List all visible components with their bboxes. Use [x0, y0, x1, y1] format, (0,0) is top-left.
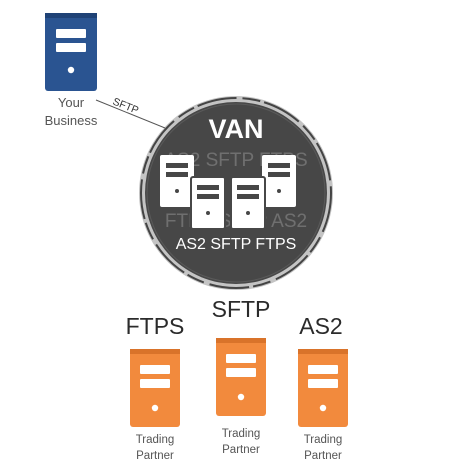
partner-2-label-line2: Partner — [222, 444, 260, 456]
partner-3-label-line2: Partner — [304, 450, 342, 462]
partner-2-label-line1: Trading — [222, 428, 261, 440]
business-label-line1: Your — [58, 95, 85, 110]
partner-1-label-line1: Trading — [136, 434, 175, 446]
van-protocols: AS2 SFTP FTPS — [176, 236, 297, 253]
van-title: VAN — [208, 114, 263, 144]
business-server-icon — [45, 13, 97, 91]
business-to-van-connector — [95, 99, 166, 129]
partner-3-label-line1: Trading — [304, 434, 343, 446]
business-label-line2: Business — [45, 113, 98, 128]
server-cluster-icon — [160, 155, 296, 230]
partner-1-label-line2: Partner — [136, 450, 174, 462]
partner-2-server-icon — [216, 338, 266, 416]
partner-1-protocol: FTPS — [126, 313, 185, 339]
partner-1-server-icon — [130, 349, 180, 427]
partner-3-protocol: AS2 — [299, 313, 342, 339]
partner-2-protocol: SFTP — [212, 296, 271, 322]
connection-label: SFTP — [111, 96, 140, 117]
partner-3-server-icon — [298, 349, 348, 427]
